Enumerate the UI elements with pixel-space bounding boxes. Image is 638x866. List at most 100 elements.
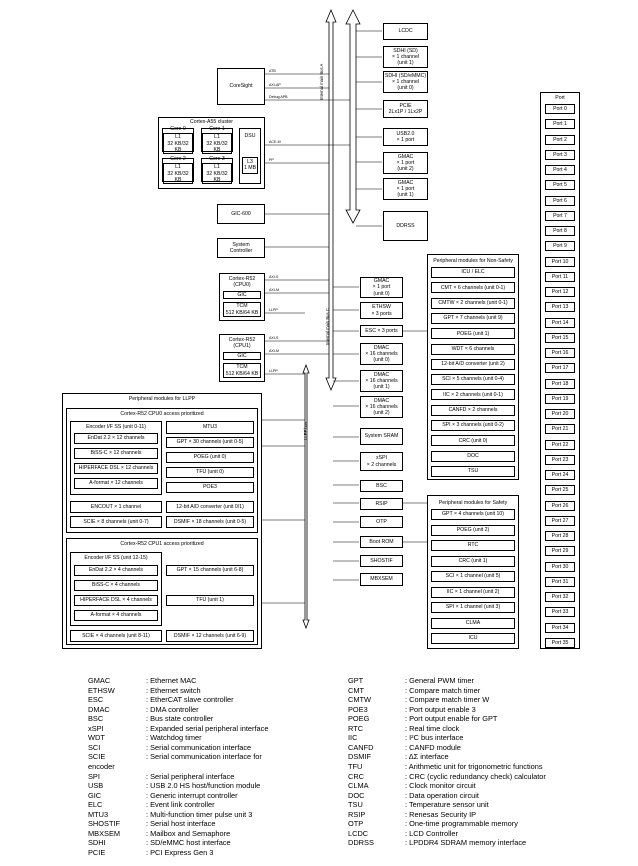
port-item: Port 18: [545, 378, 575, 389]
bus-a-arrow: [345, 9, 361, 224]
glossary-term: TFU: [348, 761, 363, 771]
glossary-term: xSPI: [88, 723, 104, 733]
port-item: Port 15: [545, 332, 575, 343]
port-item: Port 23: [545, 454, 575, 465]
cpu1-gpt: GPT × 15 channels (unit 6-8): [166, 565, 254, 576]
nonsafety-title: Peripheral modules for Non-Safety: [433, 258, 513, 264]
r52-cpu1-title: Cortex-R52 (CPU1): [228, 337, 256, 350]
gmac2-block: GMAC × 1 port (unit 2): [383, 152, 428, 174]
port-item: Port 12: [545, 287, 575, 297]
glossary-term: OTP: [348, 819, 364, 829]
glossary-desc: : Temperature sensor unit: [405, 800, 489, 810]
nonsafety-item: IIC × 2 channels (unit 0-1): [431, 389, 515, 401]
bus-c-arrow: [325, 8, 337, 392]
cpu1-llpp-label: LLPP: [269, 369, 278, 373]
cpu1-endat: EnDat 2.2 × 4 channels: [74, 565, 158, 576]
glossary-desc: : Serial peripheral interface: [146, 771, 235, 781]
glossary-desc: : Serial communication interface: [146, 742, 252, 752]
glossary-term: encoder: [88, 761, 115, 771]
core1-l1: L1 32 KB/32 KB: [202, 133, 232, 154]
llpp-bus-arrow: [302, 363, 310, 630]
cpu0-encoder-title: Encoder I/F SS (unit 0-11): [86, 424, 146, 430]
mbxsem-block: MBXSEM: [360, 573, 403, 586]
port-item: Port 11: [545, 271, 575, 282]
xspi-block: xSPI × 2 channels: [360, 452, 403, 471]
glossary-desc: : Compare match timer W: [405, 695, 490, 705]
glossary-desc: : Watchdog timer: [146, 733, 202, 743]
glossary-term: GPT: [348, 676, 364, 685]
port-item: Port 8: [545, 226, 575, 236]
glossary-desc: : General PWM timer: [405, 676, 474, 685]
port-item: Port 21: [545, 424, 575, 435]
core3-l1: L1 32 KB/32 KB: [202, 163, 232, 184]
glossary-desc: : Arithmetic unit for trigonometric func…: [405, 761, 543, 771]
cpu0-prioritized-title: Cortex-R52 CPU0 access prioritized: [120, 411, 204, 417]
dsu-box: DSU L3 1 MB: [239, 128, 261, 184]
glossary-desc: : Clock monitor circuit: [405, 781, 476, 791]
glossary-desc: : LPDDR4 SDRAM memory interface: [405, 838, 527, 848]
glossary-desc: : Mailbox and Semaphore: [146, 828, 231, 838]
dmac2-block: DMAC × 16 channels (unit 2): [360, 396, 403, 418]
r52-cpu0-tcm: TCM 512 KB/64 KB: [223, 302, 261, 317]
dmac0-block: DMAC × 16 channels (unit 0): [360, 343, 403, 365]
gmac0-block: GMAC × 1 port (unit 0): [360, 277, 403, 298]
gmac1-block: GMAC × 1 port (unit 1): [383, 178, 428, 200]
glossary-term: TSU: [348, 800, 363, 810]
glossary-term: DMAC: [88, 704, 110, 714]
safety-title: Peripheral modules for Safety: [438, 500, 508, 506]
port-item: Port 1: [545, 119, 575, 130]
pcie-block: PCIE 2Lx1P / 1Lx2P: [383, 100, 428, 118]
glossary-term: GMAC: [88, 676, 111, 685]
core1-name: Core 1: [209, 126, 225, 133]
system-controller-block: System Controller: [217, 238, 265, 258]
core2-name: Core 2: [170, 156, 186, 163]
core0-box: Core 0 L1 32 KB/32 KB: [162, 126, 194, 154]
glossary-term: POEG: [348, 714, 370, 724]
glossary-desc: : Expanded serial peripheral interface: [146, 723, 269, 733]
lcdc-block: LCDC: [383, 23, 428, 40]
atb-label: ATB: [269, 69, 276, 73]
glossary-desc: : USB 2.0 HS host/function module: [146, 781, 261, 791]
llpp-bus-label: LLPP bus: [303, 421, 308, 440]
glossary-desc: : Generic interrupt controller: [146, 790, 238, 800]
glossary-term: BSC: [88, 714, 104, 724]
cpu0-dsmif: DSMIF × 18 channels (unit 0-5): [166, 516, 254, 528]
coresight-block: CoreSight: [217, 68, 265, 105]
port-item: Port 31: [545, 576, 575, 587]
cpu0-mtu3: MTU3: [166, 421, 254, 434]
esc-block: ESC × 3 ports: [360, 325, 403, 337]
glossary-term: DDRSS: [348, 838, 374, 848]
port-item: Port 22: [545, 439, 575, 450]
cpu1-hiperface: HIPERFACE DSL × 4 channels: [74, 595, 158, 606]
cpu0-hiperface: HIPERFACE DSL × 12 channels: [74, 463, 158, 474]
glossary-desc: : CRC (cyclic redundancy check) calculat…: [405, 771, 546, 781]
glossary-term: DSMIF: [348, 752, 371, 762]
sdhi-emmc-block: SDHI (SD/eMMC) × 1 channel (unit 0): [383, 71, 428, 93]
glossary-term: SCI: [88, 742, 101, 752]
glossary-term: CRC: [348, 771, 365, 781]
port-item: Port 4: [545, 165, 575, 175]
nonsafety-item: SPI × 3 channels (unit 0-2): [431, 420, 515, 431]
port-item: Port 30: [545, 561, 575, 572]
safety-item: ICU: [431, 633, 515, 644]
glossary-term: SHOSTIF: [88, 819, 121, 829]
glossary-desc: : Renesas Security IP: [405, 809, 477, 819]
port-item: Port 13: [545, 302, 575, 313]
safety-item: SPI × 1 channel (unit 3): [431, 602, 515, 613]
glossary-desc: : Ethernet MAC: [146, 676, 197, 685]
core2-l1: L1 32 KB/32 KB: [163, 163, 193, 184]
glossary-term: SPI: [88, 771, 100, 781]
port-item: Port 3: [545, 149, 575, 160]
debug-apb-label: Debug APB: [269, 95, 288, 99]
glossary-desc: : Serial host interface: [146, 819, 216, 829]
port-item: Port 16: [545, 348, 575, 358]
nonsafety-item: WDT × 6 channels: [431, 343, 515, 355]
r52-cpu1-tcm: TCM 512 KB/64 KB: [223, 363, 261, 378]
nonsafety-item: TSU: [431, 465, 515, 477]
pp-label: PP: [269, 158, 274, 162]
glossary-desc: : ΔΣ interface: [405, 752, 449, 762]
glossary-desc: : Bus state controller: [146, 714, 214, 724]
safety-item: CLMA: [431, 617, 515, 629]
core3-name: Core 3: [209, 156, 225, 163]
